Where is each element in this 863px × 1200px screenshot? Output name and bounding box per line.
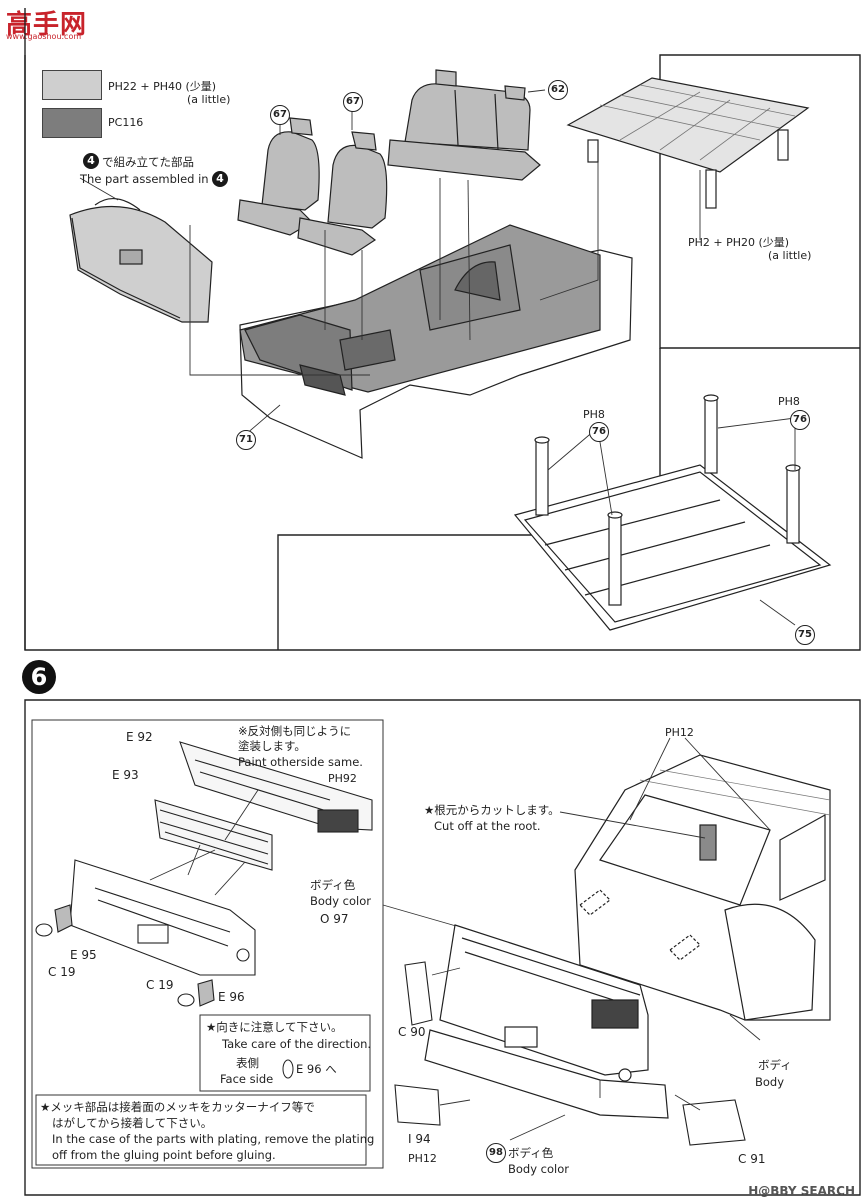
plating-note-jp2: はがしてから接着して下さい。 [52,1116,213,1130]
label-c90: C 90 [398,1025,426,1039]
van-body [574,754,831,1021]
seat-67-left [237,117,320,236]
label-e96: E 96 [218,990,245,1004]
paint-otherside-jp1: ※反対側も同じように [238,724,352,738]
step-ref-4-icon: 4 [83,153,99,169]
plating-note-en2: off from the gluing point before gluing. [52,1148,276,1162]
paint-otherside-jp2: 塗装します。 [238,739,306,753]
part-number-98: 98 [486,1143,506,1163]
paint-ph92: PH92 [328,772,357,785]
body-color-en: Body color [310,894,372,908]
cut-note-en: Cut off at the root. [434,819,541,833]
color-swatch-dark-gray [42,108,102,138]
body-label-en: Body [755,1075,785,1089]
legend-paint-1: PH22 + PH40 (少量) [108,80,217,93]
legend-paint-2: PC116 [108,116,144,129]
label-c19a: C 19 [48,965,76,979]
front-grille-e92 [179,741,373,833]
step-number-6: 6 [22,660,56,694]
van-front-assembled [424,924,669,1119]
front-bumper-o97 [69,859,256,976]
paint-otherside-en: Paint otherside same. [238,755,363,769]
label-e92: E 92 [126,730,153,744]
label-e95: E 95 [70,948,97,962]
cut-note-jp: ★根元からカットします。 [424,803,560,817]
dashboard-part [69,198,213,323]
label-o97: O 97 [320,912,349,926]
seat-67-right [297,131,388,256]
part-98-body-color-jp: ボディ色 [508,1146,554,1160]
direction-note-jp: ★向きに注意して下さい。 [206,1020,343,1034]
label-c19b: C 19 [146,978,174,992]
leg-paint-a: PH8 [583,408,605,421]
part-number-67a: 67 [270,105,290,125]
floor-paint: PH2 + PH20 (少量) [688,236,790,249]
site-logo-url: www.gaoshou.com [6,32,82,41]
leg-paint-b: PH8 [778,395,800,408]
floor-paint-note: (a little) [768,249,812,262]
assembled-note-en: The part assembled in [80,172,209,186]
part-number-67b: 67 [343,92,363,112]
direction-note-en: Take care of the direction. [222,1037,372,1051]
side-panels [394,961,746,1146]
floor-panel-top [566,77,810,209]
watermark: H@BBY SEARCH [748,1184,855,1198]
assembled-note-jp: で組み立てた部品 [102,155,194,169]
plating-note-jp1: ★メッキ部品は接着面のメッキをカッターナイフ等で [40,1100,315,1114]
label-c91: C 91 [738,1152,766,1166]
legs-76 [534,394,801,606]
step-ref-4-icon-2: 4 [212,171,228,187]
label-i94: I 94 [408,1132,431,1146]
seat-62-bench [387,69,541,181]
part-number-62: 62 [548,80,568,100]
body-label-jp: ボディ [758,1058,792,1072]
body-color-jp: ボディ色 [310,878,356,892]
part-98-body-color-en: Body color [508,1162,570,1176]
front-grille-e93 [154,799,273,871]
part-number-71: 71 [236,430,256,450]
interior-tub-71 [239,224,633,459]
fog-parts [35,904,215,1007]
part-number-76b: 76 [790,410,810,430]
paint-ph12a: PH12 [665,726,694,739]
color-swatch-light-gray [42,70,102,100]
label-e93: E 93 [112,768,139,782]
legend-paint-1-note: (a little) [187,93,231,106]
part-number-75: 75 [795,625,815,645]
floor-board-75 [513,464,832,631]
part-number-76a: 76 [589,422,609,442]
site-logo: 高手网 [6,10,88,40]
face-side-jp: 表側 [236,1056,259,1070]
face-side-arrow-target: E 96 へ [296,1062,337,1076]
paint-ph12b: PH12 [408,1152,437,1165]
face-side-en: Face side [220,1072,274,1086]
plating-note-en1: In the case of the parts with plating, r… [52,1132,375,1146]
